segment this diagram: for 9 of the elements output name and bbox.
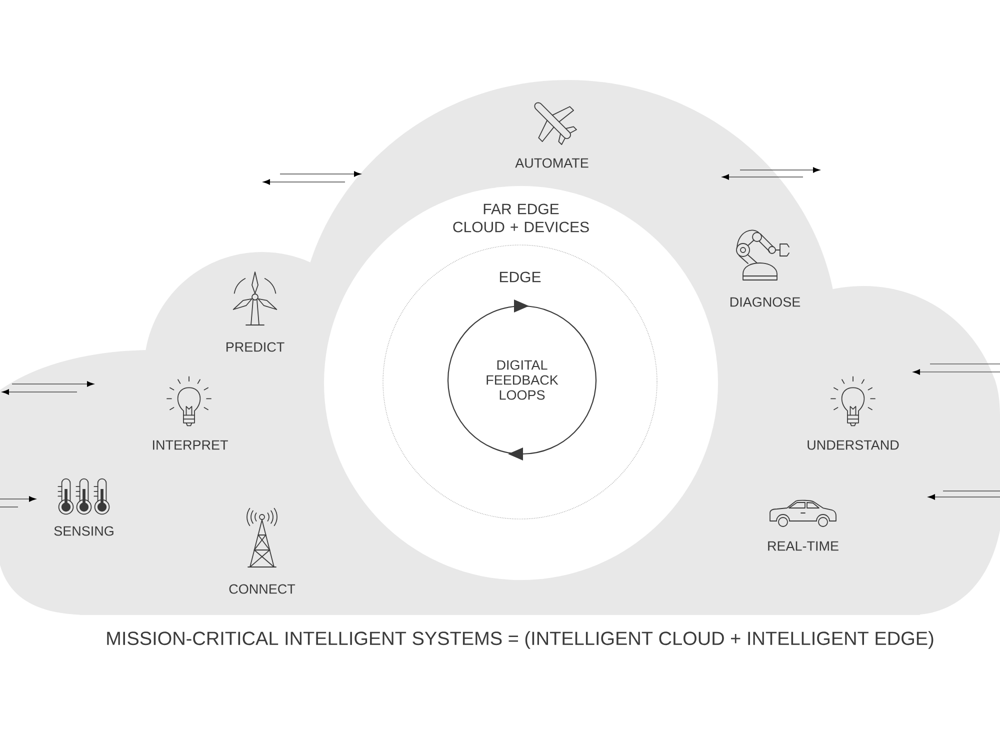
icon-label: AUTOMATE [515,158,588,168]
caption: MISSION-CRITICAL INTELLIGENT SYSTEMS = (INTELLIGENT CLOUD + INTELLIGENT EDGE) [107,631,934,649]
icon-label: SENSING [54,526,114,536]
icon-label: CONNECT [229,584,296,594]
icon-label: UNDERSTAND [808,440,899,450]
icon-label: DIAGNOSE [730,297,800,307]
icon-label: REAL-TIME [768,541,838,551]
icon-label: INTERPRET [153,440,228,450]
icon-label: PREDICT [226,342,284,352]
